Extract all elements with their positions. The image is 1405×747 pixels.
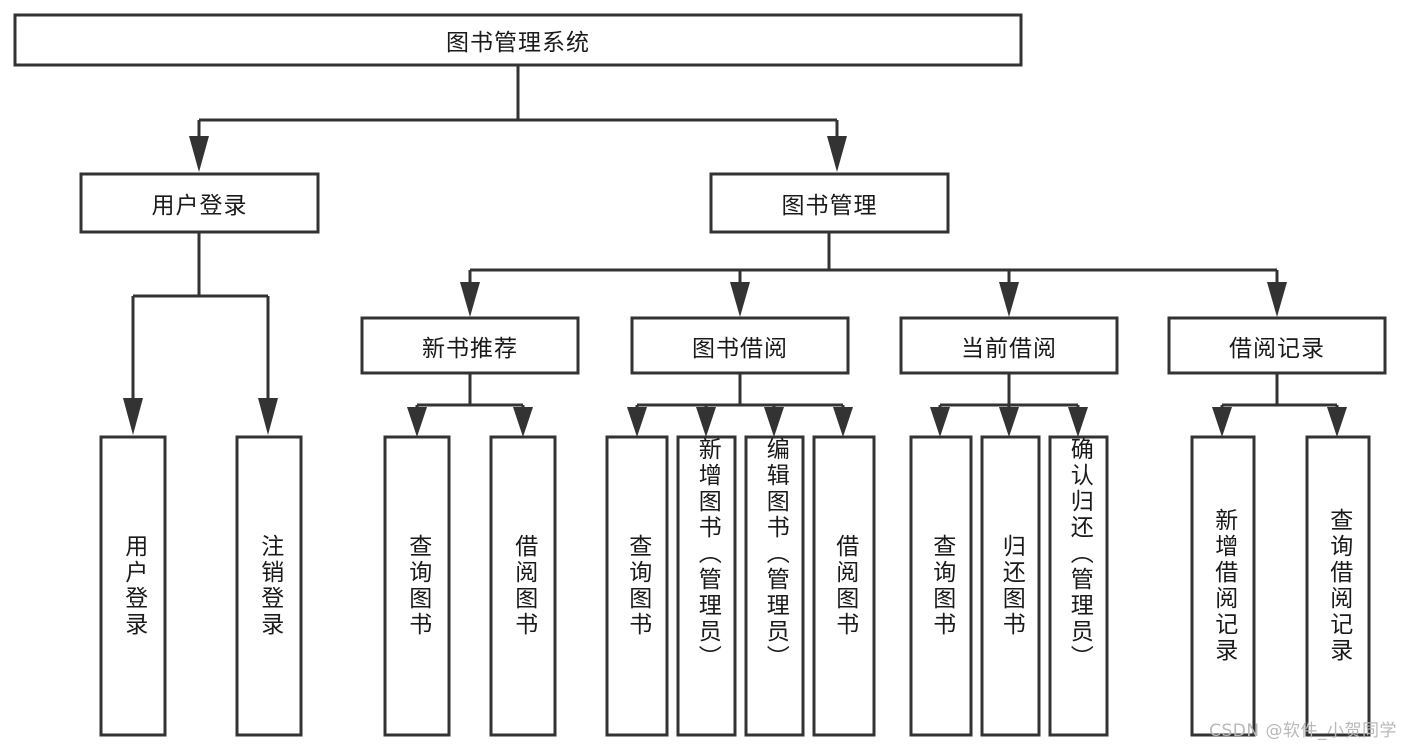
leaf-box-confirm-return-admin[interactable] — [1048, 435, 1109, 737]
leaf-box-query-book-1[interactable] — [383, 435, 451, 737]
arrowhead-newbook-leaf1 — [407, 407, 427, 437]
arrowhead-bookborrow-leaf2 — [696, 407, 716, 437]
leaf-box-add-borrow-record[interactable] — [1190, 435, 1256, 737]
leaf-box-query-book-2[interactable] — [605, 435, 669, 737]
node-borrow-record-box[interactable] — [1167, 316, 1387, 375]
node-book-management-box[interactable] — [709, 172, 950, 234]
arrowhead-leaf-logout — [258, 398, 278, 435]
arrowhead-newbook-leaf2 — [513, 407, 533, 437]
leaf-box-query-book-3[interactable] — [909, 435, 973, 737]
arrowhead-to-borrow-record — [1267, 282, 1287, 317]
node-book-borrow-box[interactable] — [630, 316, 850, 375]
leaf-box-add-book-admin[interactable] — [676, 435, 737, 737]
leaf-box-query-borrow-record[interactable] — [1305, 435, 1371, 737]
arrowhead-to-book-borrow — [730, 282, 750, 317]
node-root-box[interactable] — [13, 13, 1023, 67]
arrowhead-to-new-book — [460, 282, 480, 317]
arrowhead-bookborrow-leaf1 — [627, 407, 647, 437]
arrowhead-currentborrow-leaf2 — [999, 407, 1019, 437]
arrowhead-currentborrow-leaf1 — [930, 407, 950, 437]
arrowhead-currentborrow-leaf3 — [1068, 407, 1088, 437]
leaf-box-logout[interactable] — [235, 435, 303, 737]
arrowhead-borrowrecord-leaf2 — [1327, 407, 1347, 437]
leaf-box-borrow-book-1[interactable] — [489, 435, 557, 737]
leaf-box-edit-book-admin[interactable] — [744, 435, 805, 737]
node-current-borrow-box[interactable] — [899, 316, 1119, 375]
arrowhead-to-user-login — [189, 136, 209, 172]
arrowhead-to-book-management — [827, 136, 847, 172]
node-user-login-box[interactable] — [79, 172, 320, 234]
arrowhead-borrowrecord-leaf1 — [1212, 407, 1232, 437]
arrowhead-leaf-user-login — [123, 398, 143, 435]
node-new-book-recommend-box[interactable] — [360, 316, 580, 375]
leaf-box-return-book[interactable] — [980, 435, 1041, 737]
arrowhead-bookborrow-leaf4 — [833, 407, 853, 437]
arrowhead-to-current-borrow — [999, 282, 1019, 317]
leaf-box-borrow-book-2[interactable] — [812, 435, 876, 737]
leaf-box-user-login[interactable] — [99, 435, 167, 737]
arrowhead-bookborrow-leaf3 — [764, 407, 784, 437]
